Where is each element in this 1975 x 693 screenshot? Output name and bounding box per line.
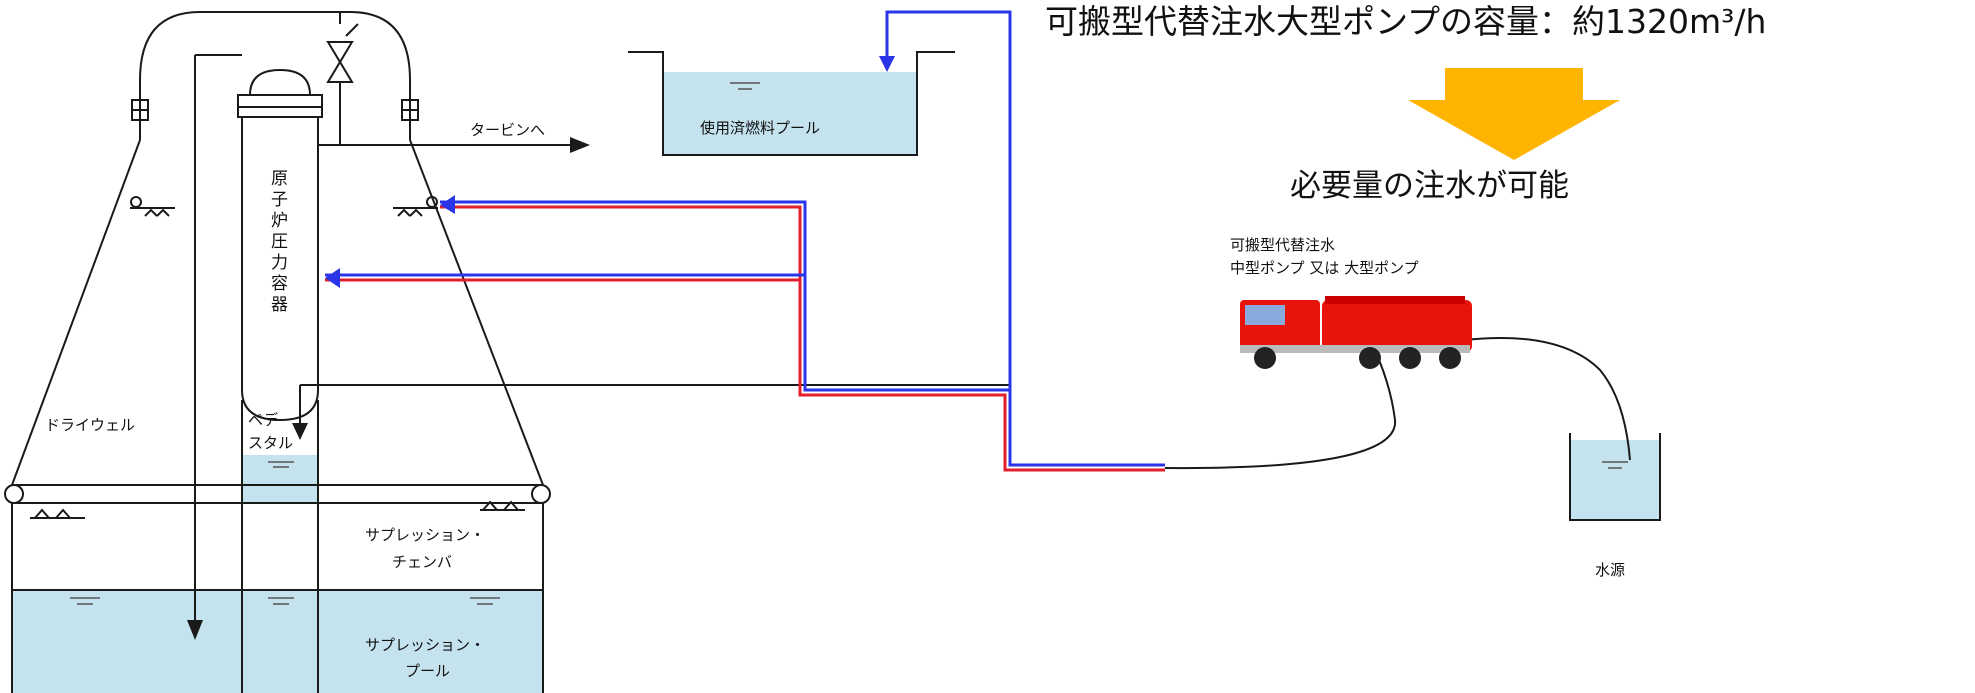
- pump-label-2: 中型ポンプ 又は 大型ポンプ: [1230, 259, 1419, 277]
- rpv-label: 原 子 炉 圧 力 容 器: [271, 169, 288, 315]
- rpv-label-char: 子: [271, 190, 288, 210]
- pedestal-injection-line: [299, 384, 1010, 425]
- blue-injection-line: [325, 10, 1165, 467]
- containment-vessel: [4, 11, 551, 693]
- suppression-pool-water: [12, 590, 542, 693]
- containment-dome: [139, 11, 411, 100]
- drywell-wall-left: [11, 139, 141, 486]
- water-source-tank: [1569, 433, 1661, 521]
- pump-label-1: 可搬型代替注水: [1230, 236, 1335, 254]
- water-source-water: [1570, 440, 1660, 520]
- suppression-pool-label-2: プール: [405, 662, 450, 680]
- turbine-arrow: [570, 137, 590, 153]
- pedestal-arrow: [292, 423, 308, 440]
- blue-arrow-pool: [879, 56, 895, 72]
- turbine-label: タービンへ: [470, 121, 545, 139]
- water-source-label: 水源: [1595, 561, 1625, 579]
- steam-line: [318, 12, 570, 146]
- spent-fuel-pool-tank: [628, 51, 955, 156]
- reactor-pressure-vessel: [237, 68, 323, 422]
- conclusion-title: 必要量の注水が可能: [1290, 168, 1569, 204]
- rpv-label-char: 器: [271, 295, 288, 315]
- blue-arrow-rpv-lower: [325, 268, 340, 288]
- water-level-marks: [70, 82, 1628, 605]
- drywell-wall-right: [409, 139, 544, 486]
- rpv-label-char: 容: [271, 274, 288, 294]
- source-hose: [1464, 337, 1631, 461]
- pedestal-label-2: スタル: [248, 434, 293, 452]
- vent-pipe-arrow: [187, 620, 203, 640]
- pump-truck-icon: [1240, 296, 1472, 369]
- pedestal-label-1: ペデ: [248, 411, 278, 429]
- vent-pipe: [194, 54, 242, 620]
- rpv-label-char: 原: [271, 169, 288, 189]
- rpv-label-char: 炉: [271, 211, 288, 231]
- rpv-label-char: 圧: [271, 232, 288, 252]
- water-fills: [12, 72, 1660, 693]
- blue-arrow-rpv-upper: [440, 195, 455, 214]
- suppression-chamber-label-2: チェンバ: [392, 553, 452, 571]
- pedestal-water: [242, 455, 318, 503]
- rpv-label-char: 力: [271, 253, 288, 273]
- pump-hose: [1164, 339, 1397, 470]
- drywell-label: ドライウェル: [45, 416, 135, 434]
- red-injection-line: [325, 205, 1165, 472]
- spent-fuel-pool-label: 使用済燃料プール: [700, 119, 820, 137]
- suppression-pool-label-1: サプレッション・: [365, 636, 485, 654]
- suppression-chamber-label-1: サプレッション・: [365, 526, 485, 544]
- support-symbols: [30, 196, 525, 519]
- spent-fuel-pool-water: [663, 72, 917, 155]
- conclusion-arrow: [1408, 68, 1620, 160]
- capacity-title: 可搬型代替注水大型ポンプの容量：約1320m³/h: [1045, 2, 1766, 41]
